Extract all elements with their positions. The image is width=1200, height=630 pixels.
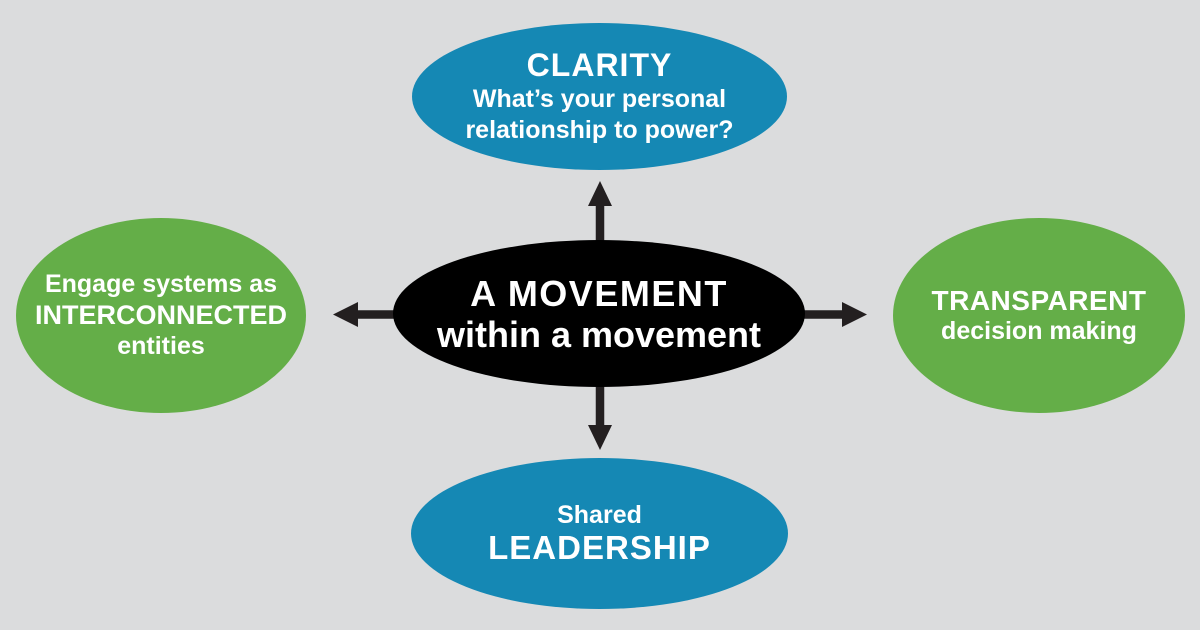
clarity-subtitle-line1: What’s your personal [472,85,727,113]
center-line2: within a movement [436,313,762,355]
interconnected-line1: Engage systems as [44,270,278,298]
interconnected-line3: entities [117,332,205,360]
leadership-title: LEADERSHIP [488,528,711,566]
node-transparent: TRANSPARENT decision making [893,218,1185,413]
center-line1: A MOVEMENT [470,272,728,314]
node-interconnected: Engage systems as INTERCONNECTED entitie… [16,218,306,413]
node-center-movement: A MOVEMENT within a movement [393,240,805,387]
interconnected-title: INTERCONNECTED [34,300,287,330]
transparent-line2: decision making [941,316,1137,345]
node-leadership: Shared LEADERSHIP [411,458,788,609]
node-clarity: CLARITY What’s your personal relationshi… [412,23,787,170]
clarity-subtitle-line2: relationship to power? [465,116,734,144]
clarity-title: CLARITY [526,47,673,83]
transparent-title: TRANSPARENT [931,284,1147,316]
leadership-line1: Shared [557,500,642,529]
